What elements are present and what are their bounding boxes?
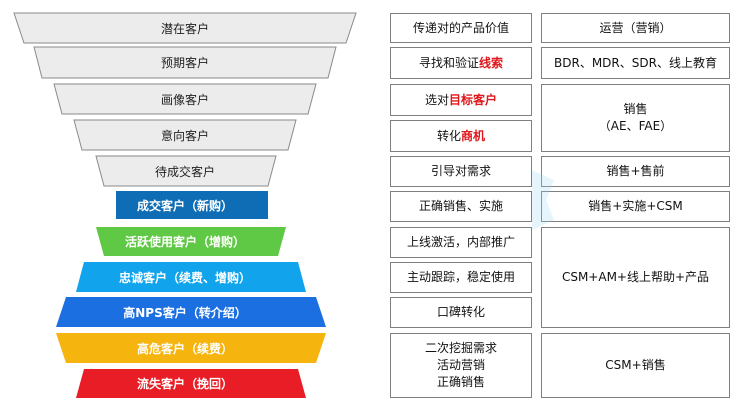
role-box: 运营（营销） [541, 13, 730, 43]
funnel-stage-label: 待成交客户 [154, 164, 215, 179]
role-box: CSM+AM+线上帮助+产品 [541, 227, 730, 328]
action-line: 寻找和验证线索 [419, 55, 503, 72]
role-line: 销售+实施+CSM [588, 199, 683, 213]
funnel-stage-shape [116, 191, 268, 219]
action-box: 传递对的产品价值 [390, 13, 532, 43]
action-text: 口碑转化 [436, 305, 485, 319]
funnel-stage-label: 成交客户（新购） [136, 198, 233, 213]
action-text: 正确销售、实施 [418, 199, 503, 213]
action-text: 引导对需求 [430, 164, 491, 178]
action-text: 传递对的产品价值 [412, 20, 509, 35]
action-line: 选对目标客户 [425, 92, 497, 109]
highlight-text: 商机 [461, 128, 486, 143]
action-box: 二次挖掘需求活动营销正确销售 [390, 333, 532, 398]
role-line: BDR、MDR、SDR、线上教育 [554, 55, 717, 70]
action-box: 口碑转化 [390, 297, 532, 328]
action-line: 主动跟踪，稳定使用 [407, 269, 515, 286]
role-line: 销售 [623, 102, 648, 116]
funnel-stage-label: 流失客户（挽回） [136, 377, 233, 391]
role-line: CSM+销售 [605, 358, 666, 372]
funnel-stage-shape [33, 46, 337, 79]
funnel-stage-shape [13, 12, 357, 44]
action-box: 转化商机 [390, 120, 532, 152]
funnel-stage-shape [56, 333, 326, 363]
action-line: 正确销售、实施 [419, 198, 503, 215]
highlight-text: 线索 [479, 55, 504, 70]
action-text: 转化 [436, 128, 461, 143]
action-text: 主动跟踪，稳定使用 [406, 270, 515, 284]
action-box: 正确销售、实施 [390, 191, 532, 222]
action-box: 上线激活，内部推广 [390, 227, 532, 258]
action-line: 二次挖掘需求 [425, 340, 497, 357]
action-line: 活动营销 [437, 357, 485, 374]
funnel-stage-label: 忠诚客户（续费、增购） [118, 270, 251, 285]
action-box: 选对目标客户 [390, 84, 532, 116]
role-line: 运营（营销） [599, 20, 672, 35]
role-line: （AE、FAE） [598, 119, 673, 133]
funnel-stage-shape [73, 119, 297, 151]
role-box: 销售 （AE、FAE） [541, 84, 730, 152]
action-text: 二次挖掘需求 [424, 341, 497, 355]
funnel-stage-shape [56, 297, 326, 327]
funnel-stage-label: 意向客户 [160, 128, 209, 143]
role-line: CSM+AM+线上帮助+产品 [561, 270, 710, 284]
funnel-stage-label: 高危客户（续费） [136, 341, 233, 356]
action-box: 寻找和验证线索 [390, 47, 532, 79]
funnel-stage-label: 高NPS客户（转介绍） [123, 305, 247, 320]
funnel-stage-shape [96, 227, 286, 256]
watermark-icon [532, 170, 554, 230]
action-text: 上线激活，内部推广 [406, 235, 515, 249]
action-line: 传递对的产品价值 [413, 20, 509, 37]
funnel-stage-label: 潜在客户 [160, 21, 209, 36]
action-line: 上线激活，内部推广 [407, 234, 515, 251]
funnel-stage-shape [53, 83, 317, 115]
role-box: BDR、MDR、SDR、线上教育 [541, 47, 730, 79]
action-line: 口碑转化 [437, 304, 485, 321]
funnel-stage-shape [76, 262, 306, 292]
action-line: 引导对需求 [431, 163, 491, 180]
funnel-stage-label: 预期客户 [160, 56, 209, 70]
funnel-stage-shape [95, 155, 277, 187]
highlight-text: 目标客户 [449, 92, 498, 107]
action-text: 正确销售 [436, 375, 485, 389]
action-line: 转化商机 [437, 128, 485, 145]
role-box: 销售+售前 [541, 156, 730, 187]
funnel-stage-shape [76, 369, 306, 398]
role-box: CSM+销售 [541, 333, 730, 398]
action-box: 主动跟踪，稳定使用 [390, 262, 532, 293]
action-text: 活动营销 [436, 358, 485, 372]
funnel-stage-label: 画像客户 [160, 92, 209, 107]
role-line: 销售+售前 [606, 164, 665, 178]
action-box: 引导对需求 [390, 156, 532, 187]
action-line: 正确销售 [437, 374, 485, 391]
action-text: 选对 [424, 92, 449, 107]
funnel-stage-label: 活跃使用客户（增购） [124, 235, 245, 249]
action-text: 寻找和验证 [418, 55, 479, 70]
role-box: 销售+实施+CSM [541, 191, 730, 222]
